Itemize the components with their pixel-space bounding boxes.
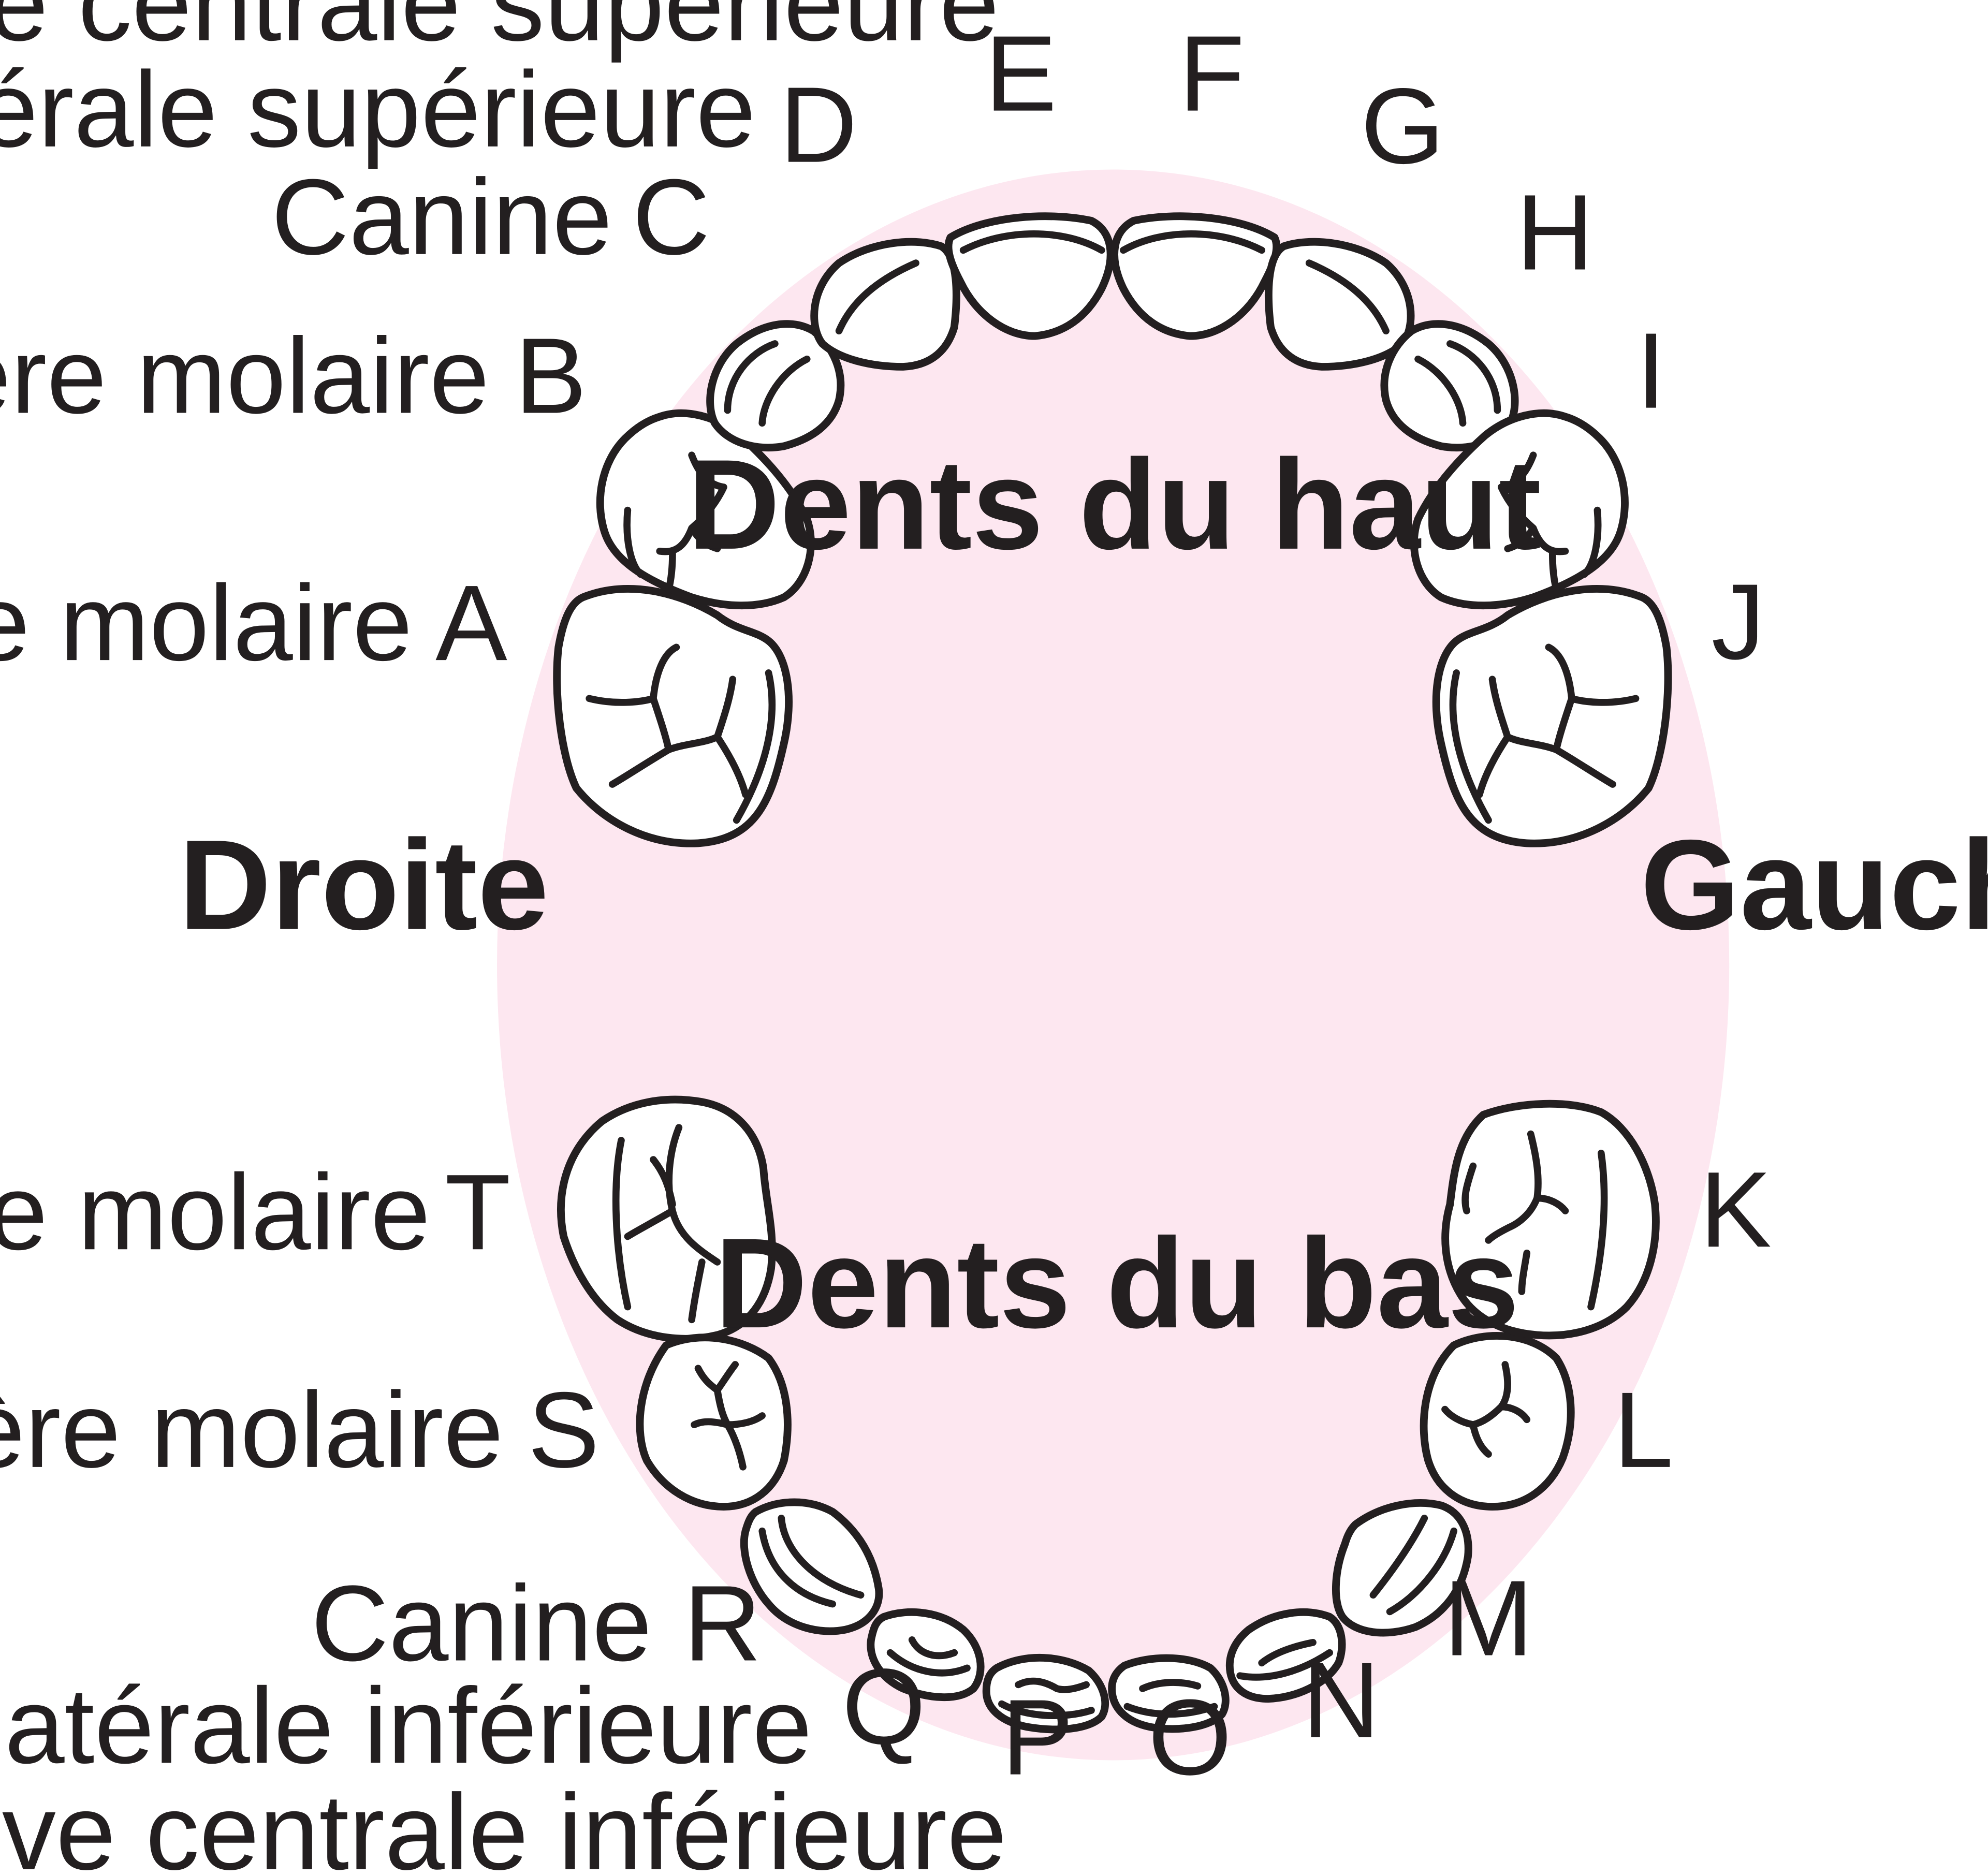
letter-Q: Q	[842, 1647, 926, 1767]
letter-L: L	[1614, 1370, 1674, 1490]
letter-N: N	[1302, 1640, 1380, 1761]
tooth-P	[982, 1654, 1109, 1734]
tooth-N	[1225, 1608, 1346, 1703]
label-lower-second-molar: Deuxième molaire	[0, 1152, 430, 1272]
title-right-side: Droite	[179, 814, 549, 957]
tooth-H	[1380, 320, 1519, 451]
label-lower-first-molar: Première molaire	[0, 1370, 503, 1490]
letter-D: D	[780, 65, 857, 185]
tooth-O	[1108, 1654, 1230, 1733]
title-left-side: Gauche	[1641, 814, 1988, 957]
tooth-R	[740, 1498, 883, 1635]
tooth-D	[810, 238, 960, 371]
label-upper-central-incisor: Incisive centrale supérieure	[0, 0, 999, 64]
letter-C: C	[632, 157, 710, 277]
letter-G: G	[1361, 66, 1444, 186]
letter-K: K	[1700, 1150, 1772, 1270]
letter-P: P	[1002, 1678, 1074, 1798]
letter-O: O	[1148, 1678, 1232, 1798]
tooth-E	[944, 212, 1115, 340]
title-upper-teeth: Dents du haut	[688, 433, 1541, 576]
letter-J: J	[1712, 562, 1765, 682]
tooth-J	[1432, 585, 1672, 847]
letter-H: H	[1516, 172, 1594, 292]
letter-R: R	[683, 1563, 761, 1683]
letter-I: I	[1636, 311, 1666, 431]
tooth-K	[1441, 1100, 1660, 1340]
letter-F: F	[1179, 14, 1245, 134]
letter-B: B	[515, 316, 587, 436]
label-upper-second-molar: Deuxième molaire	[0, 563, 413, 683]
label-upper-lateral-incisor: Incisive latérale supérieure	[0, 50, 756, 170]
letter-T: T	[445, 1152, 510, 1272]
letter-E: E	[985, 14, 1057, 134]
label-upper-first-molar: Première molaire	[0, 316, 489, 436]
letter-A: A	[435, 563, 507, 683]
label-upper-canine: Canine	[271, 157, 612, 277]
tooth-C	[706, 320, 845, 451]
tooth-S	[636, 1333, 792, 1511]
tooth-I	[1410, 409, 1629, 610]
letter-M: M	[1443, 1559, 1533, 1679]
palate-background	[497, 169, 1730, 1761]
tooth-Q	[867, 1608, 985, 1702]
label-lower-lateral-incisor: Incisive latérale inférieure	[0, 1666, 812, 1786]
tooth-T	[557, 1095, 776, 1343]
letter-S: S	[528, 1370, 600, 1490]
title-lower-teeth: Dents du bas	[715, 1212, 1519, 1355]
label-lower-central-incisor: Incisive centrale inférieure	[0, 1772, 1007, 1876]
tooth-F	[1110, 212, 1281, 340]
label-lower-canine: Canine	[311, 1563, 652, 1683]
tooth-L	[1420, 1332, 1575, 1511]
tooth-A	[553, 585, 793, 847]
tooth-M	[1332, 1499, 1472, 1637]
